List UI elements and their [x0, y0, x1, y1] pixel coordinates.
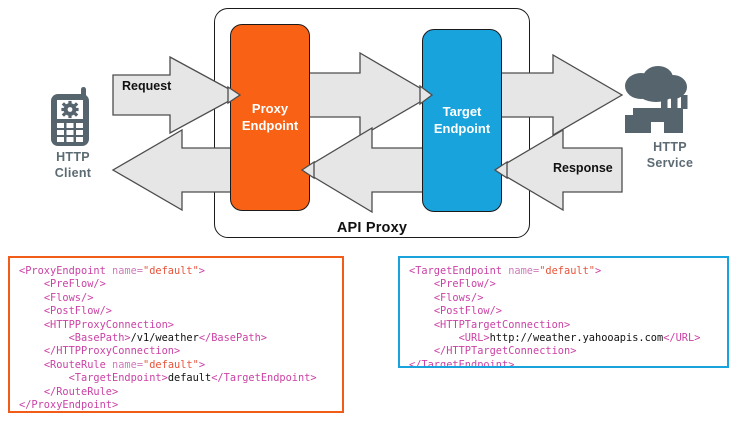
code-token: default — [167, 372, 212, 385]
target-endpoint-line1: Target — [442, 104, 482, 120]
cloud-factory-icon — [625, 66, 688, 133]
code-token: <URL> — [458, 332, 490, 345]
code-token: > — [198, 358, 206, 371]
target-endpoint-xml-code-block: <TargetEndpoint name="default"> <PreFlow… — [398, 256, 729, 368]
code-token: name= — [112, 265, 143, 277]
http-client-label-line1: HTTP — [56, 150, 90, 164]
api-proxy-label: API Proxy — [336, 220, 408, 236]
code-token: <ProxyEndpoint — [19, 265, 112, 277]
proxy-to-target-arrow — [299, 51, 434, 139]
http-service-label-line1: HTTP — [653, 140, 687, 154]
request-arrow-label: Request — [122, 79, 172, 93]
code-token: </HTTPProxyConnection> — [43, 345, 181, 358]
mobile-phone-icon — [51, 87, 89, 146]
code-token: </TargetEndpoint> — [211, 372, 317, 385]
code-token: "default" — [143, 265, 199, 277]
code-token: <BasePath> — [68, 332, 131, 345]
code-token: <PostFlow/> — [433, 305, 503, 318]
proxy-to-client-arrow — [111, 128, 241, 212]
proxy-endpoint-box[interactable]: Proxy Endpoint — [230, 24, 310, 211]
code-token: </BasePath> — [198, 332, 268, 345]
code-token: name= — [508, 265, 540, 277]
code-token: <HTTPTargetConnection> — [433, 318, 571, 331]
code-token: <PostFlow/> — [43, 305, 113, 318]
code-token: </TargetEndpoint> — [409, 358, 515, 368]
code-token: /v1/weather — [130, 332, 199, 345]
target-endpoint-box[interactable]: Target Endpoint — [422, 29, 502, 212]
code-token: name= — [112, 358, 144, 371]
code-token: "default" — [539, 265, 595, 277]
service-to-target-arrow — [493, 128, 623, 212]
code-token: </URL> — [663, 332, 701, 345]
code-token: </ProxyEndpoint> — [19, 399, 119, 412]
code-token: "default" — [143, 358, 199, 371]
http-service-label: HTTP Service — [625, 140, 715, 171]
http-client-label-line2: Client — [54, 165, 92, 180]
code-token: <TargetEndpoint — [409, 265, 509, 277]
code-token: <Flows/> — [433, 291, 484, 304]
code-token: </HTTPTargetConnection> — [433, 345, 577, 358]
response-arrow-label: Response — [553, 161, 613, 175]
code-token: > — [595, 265, 602, 277]
code-token: </RouteRule> — [43, 385, 119, 398]
code-token: <PreFlow/> — [433, 278, 496, 291]
code-token: <TargetEndpoint> — [68, 372, 168, 385]
http-client-label: HTTP Client — [28, 150, 118, 181]
proxy-endpoint-xml-code-block: <ProxyEndpoint name="default"> <PreFlow/… — [8, 256, 344, 413]
request-arrow — [112, 55, 242, 135]
code-token: <HTTPProxyConnection> — [43, 318, 174, 331]
code-token: <PreFlow/> — [43, 278, 106, 291]
proxy-endpoint-line1: Proxy — [251, 101, 289, 117]
proxy-endpoint-line2: Endpoint — [241, 117, 299, 133]
code-token: http://weather.yahooapis.com — [489, 332, 664, 345]
http-service-label-line2: Service — [646, 155, 694, 170]
code-token: <Flows/> — [43, 291, 94, 304]
target-endpoint-line2: Endpoint — [433, 120, 491, 136]
code-token: <RouteRule — [43, 358, 113, 371]
target-to-service-arrow — [492, 53, 624, 137]
target-to-proxy-arrow — [300, 126, 433, 214]
code-token: > — [198, 265, 205, 277]
